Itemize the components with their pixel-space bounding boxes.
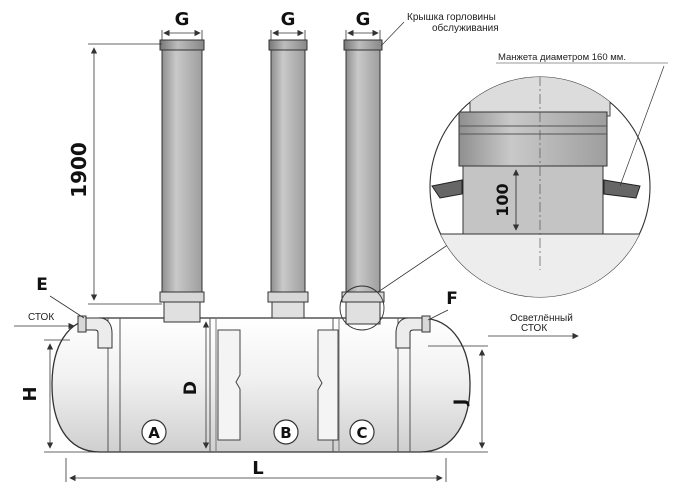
svg-text:100: 100 <box>493 183 512 216</box>
dimension-g-left: G <box>161 9 203 40</box>
svg-text:1900: 1900 <box>67 142 91 198</box>
dimension-1900: 1900 <box>67 43 162 305</box>
chamber-c: C <box>349 419 375 445</box>
svg-text:H: H <box>20 386 41 401</box>
svg-text:G: G <box>175 9 190 30</box>
svg-text:Осветлённый: Осветлённый <box>510 313 573 324</box>
svg-text:E: E <box>36 275 48 295</box>
riser-middle <box>267 39 309 319</box>
detail-callout: 100 <box>339 76 651 331</box>
svg-text:J: J <box>451 399 471 406</box>
dimension-d: D <box>181 321 210 449</box>
chamber-a: A <box>141 419 167 445</box>
dimension-g-right: G <box>345 9 381 40</box>
svg-text:Манжета диаметром 160 мм.: Манжета диаметром 160 мм. <box>498 52 626 63</box>
svg-text:C: C <box>356 424 367 442</box>
svg-text:L: L <box>252 458 263 479</box>
dimension-h: H <box>20 339 100 453</box>
outlet-pipe <box>395 315 431 349</box>
svg-text:СТОК: СТОК <box>521 323 547 334</box>
dimension-l: L <box>65 458 447 482</box>
svg-text:B: B <box>280 424 291 442</box>
inflow-arrow: СТОК <box>14 312 75 330</box>
label-e: E <box>36 275 85 319</box>
dimension-g-middle: G <box>270 9 306 40</box>
svg-text:СТОК: СТОК <box>28 312 54 323</box>
riser-right <box>341 39 385 325</box>
svg-text:G: G <box>356 9 371 30</box>
cuff-note: Манжета диаметром 160 мм. <box>496 52 668 187</box>
svg-text:F: F <box>446 289 458 309</box>
svg-text:G: G <box>281 9 296 30</box>
label-f: F <box>427 289 458 321</box>
svg-text:D: D <box>181 381 201 395</box>
chamber-b: B <box>273 419 299 445</box>
svg-text:Крышка горловины: Крышка горловины <box>407 12 496 23</box>
dimension-j: J <box>420 345 488 453</box>
svg-text:обслуживания: обслуживания <box>432 22 499 34</box>
cover-note: Крышка горловины обслуживания <box>380 12 499 47</box>
riser-left <box>159 39 205 323</box>
svg-text:A: A <box>148 424 160 442</box>
outflow-arrow: Осветлённый СТОК <box>488 313 579 340</box>
tank-body <box>51 317 471 453</box>
inlet-pipe <box>77 315 113 349</box>
